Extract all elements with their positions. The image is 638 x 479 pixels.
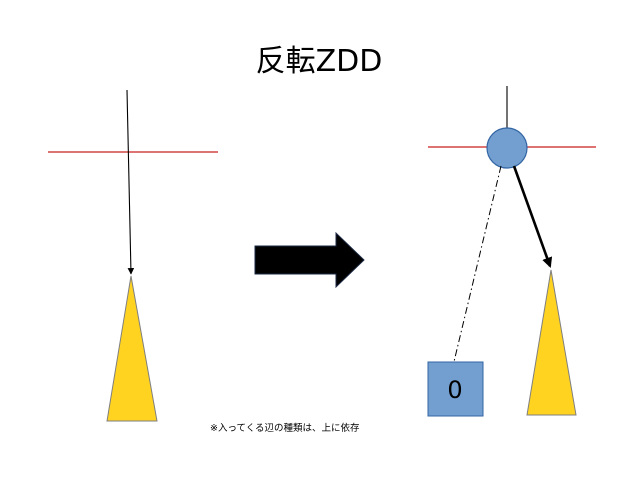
- slide-title: 反転ZDD: [255, 44, 383, 79]
- left-diagram: [48, 89, 218, 422]
- transform-arrow: [254, 231, 365, 289]
- footnote: ※入ってくる辺の種類は、上に依存: [210, 422, 360, 434]
- left-incoming-edge: [126, 89, 135, 275]
- right-arrow-icon: [254, 231, 365, 289]
- zero-edge: [450, 165, 502, 371]
- one-edge: [512, 165, 553, 268]
- right-diagram: 0: [427, 86, 596, 417]
- zero-terminal-label: 0: [447, 376, 462, 404]
- zero-terminal: [427, 361, 484, 417]
- right-subgraph-triangle: [526, 269, 577, 416]
- left-subgraph-triangle: [106, 275, 158, 422]
- zdd-node: [486, 127, 528, 169]
